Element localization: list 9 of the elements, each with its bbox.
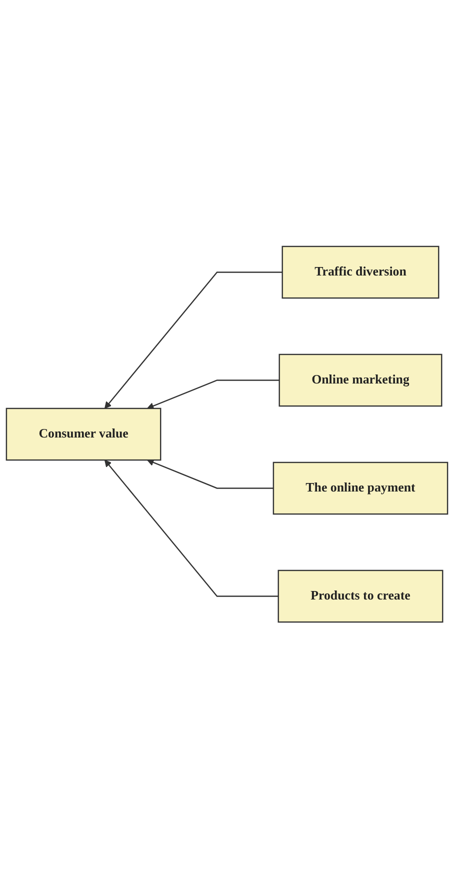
arrow	[146, 459, 274, 490]
node-box: Products to create	[278, 570, 444, 623]
arrow	[146, 380, 280, 410]
arrow	[104, 460, 278, 598]
node-box: Consumer value	[6, 408, 162, 461]
node-box: Traffic diversion	[282, 246, 440, 299]
arrow	[104, 272, 282, 410]
node-box: Online marketing	[278, 354, 442, 407]
node-box: The online payment	[272, 462, 448, 515]
